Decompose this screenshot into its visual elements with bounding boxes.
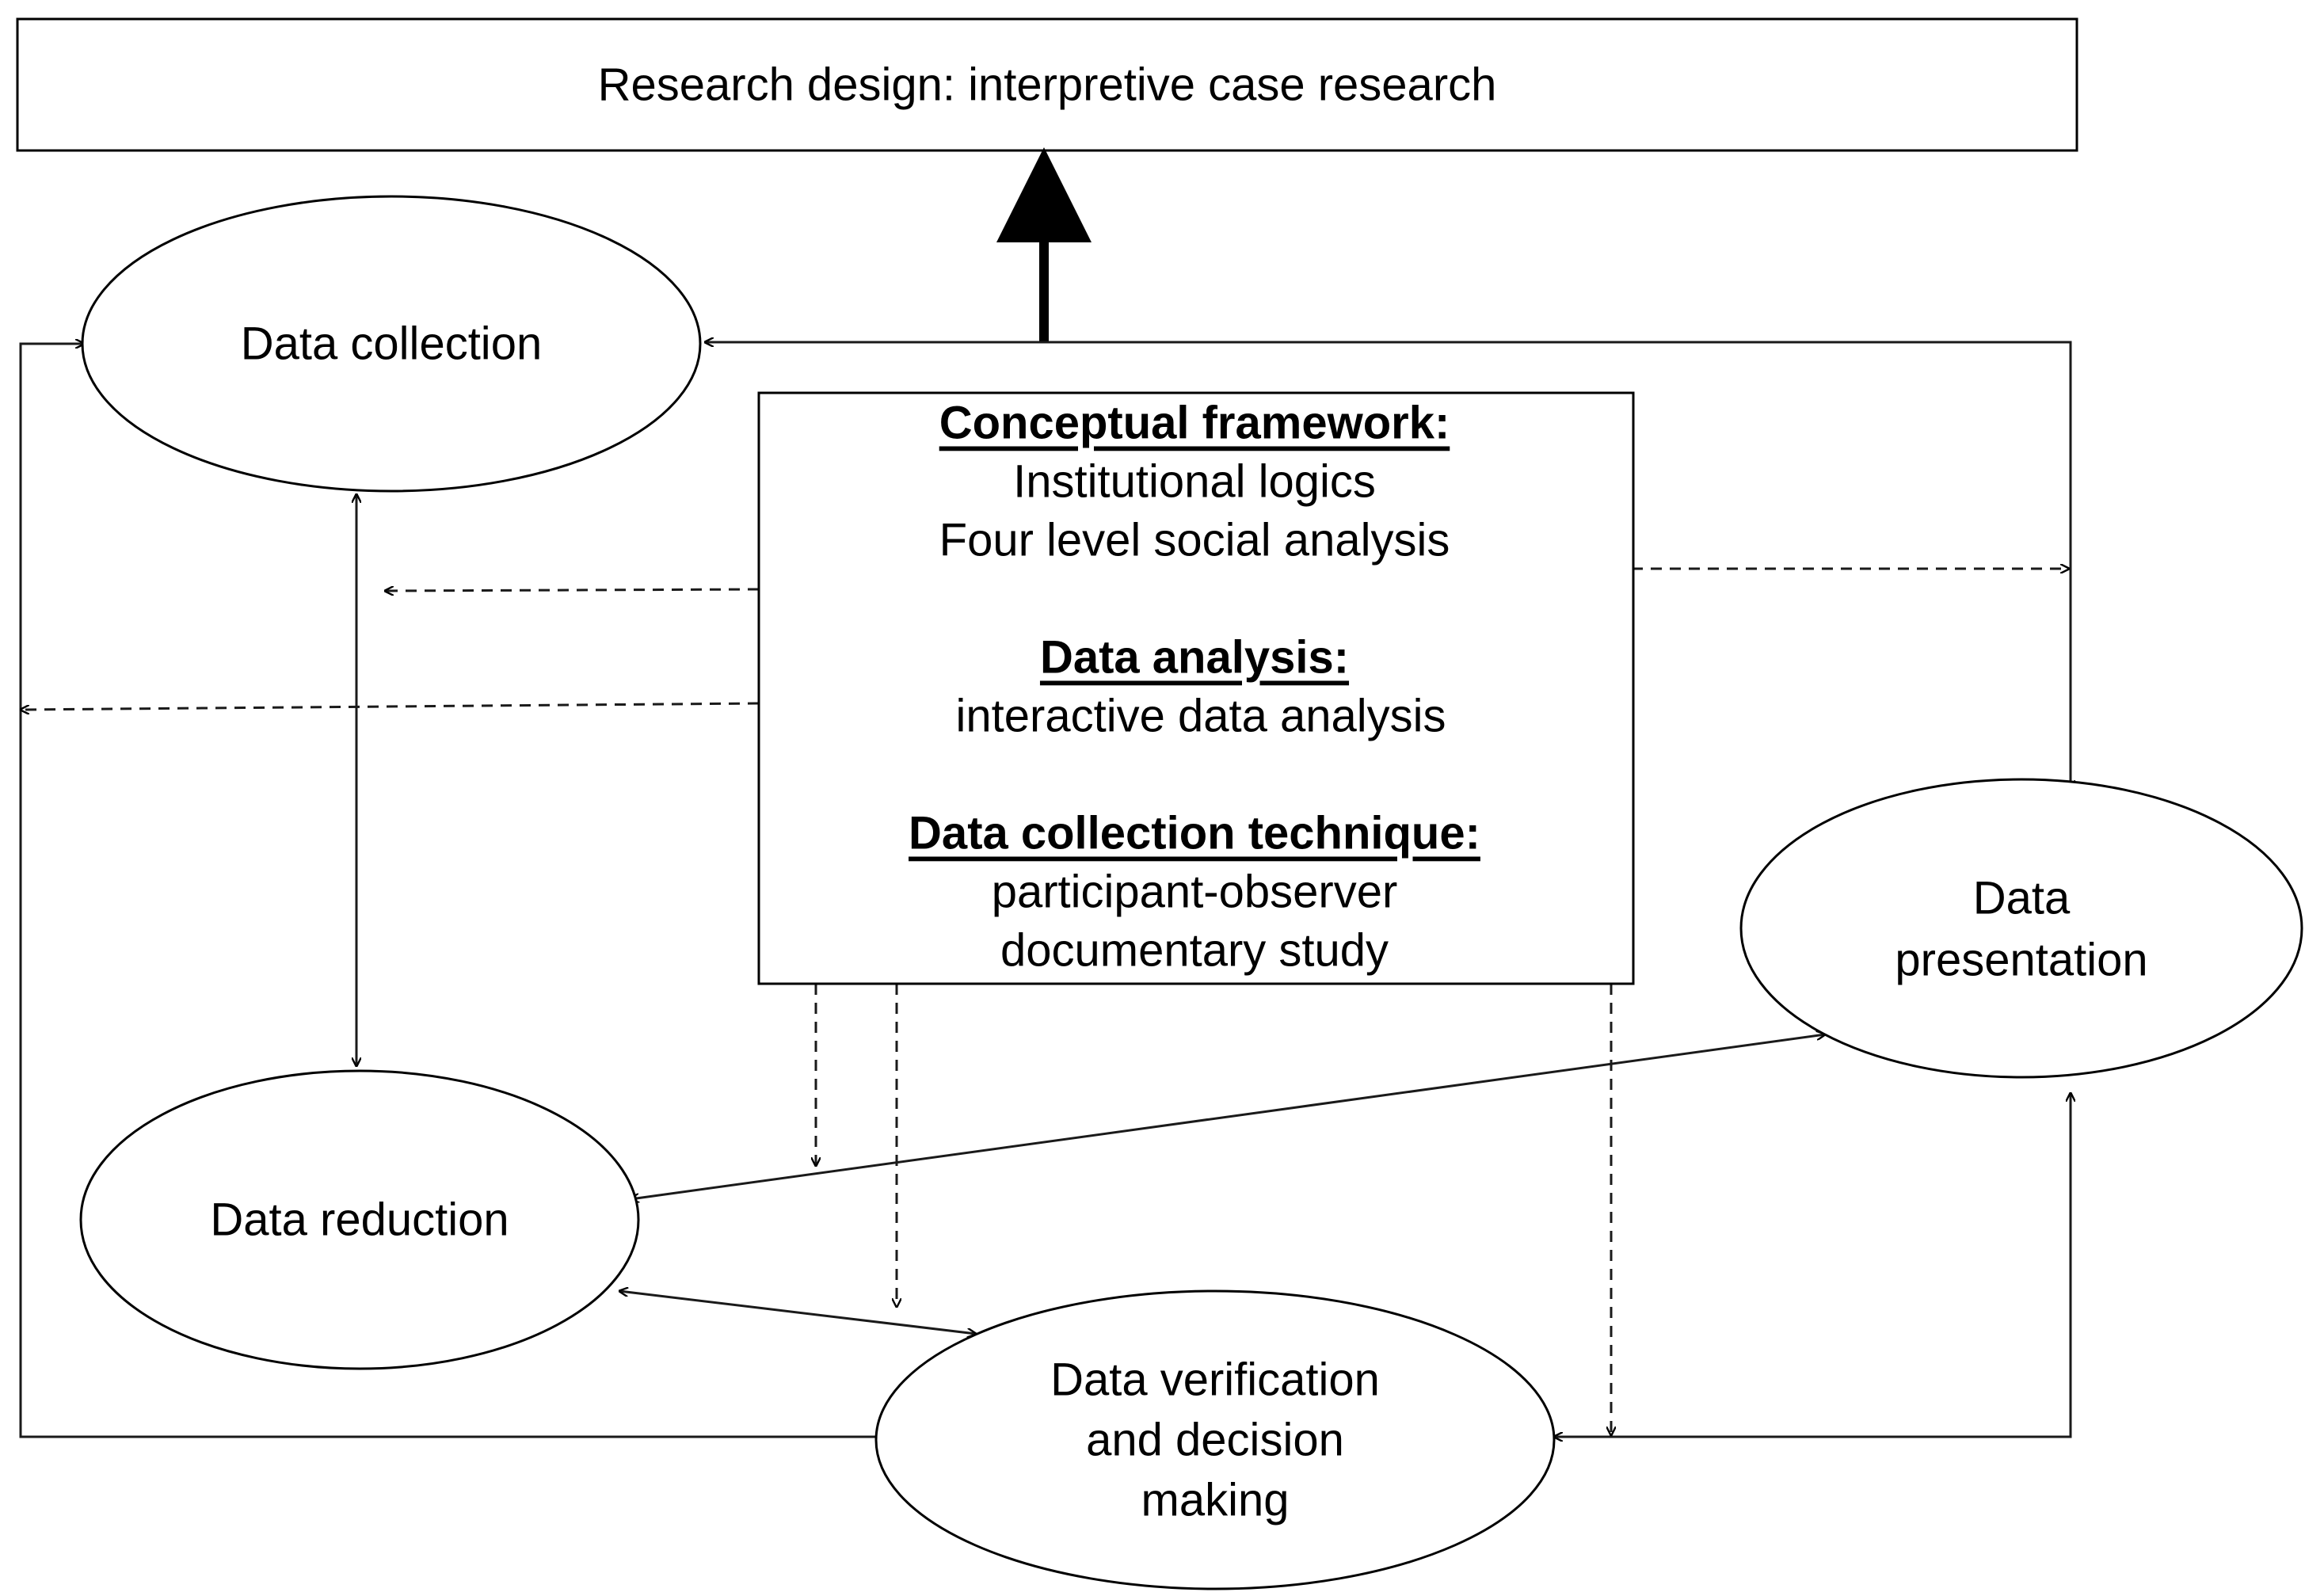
data-collection-technique-heading: Data collection technique:: [909, 808, 1480, 859]
data-presentation-node: Data presentation: [1739, 778, 2303, 1079]
framework-to-collection-reduction-dashed: [385, 589, 760, 591]
data-verification-label-line-2: and decision: [1086, 1415, 1344, 1466]
reduction-presentation-link: [631, 1034, 1825, 1199]
framework-to-left-loop-dashed: [21, 702, 760, 710]
research-design-box: Research design: interpretive case resea…: [16, 17, 2078, 152]
data-collection-label: Data collection: [241, 318, 542, 370]
conceptual-framework-heading: Conceptual framework:: [939, 398, 1450, 449]
framework-item-institutional-logics: Institutional logics: [1013, 456, 1376, 508]
framework-item-participant-observer: participant-observer: [992, 867, 1398, 918]
verification-presentation-link: [1554, 1093, 2071, 1437]
data-verification-node: Data verification and decision making: [874, 1289, 1556, 1590]
data-analysis-heading: Data analysis:: [1040, 632, 1349, 684]
data-reduction-label: Data reduction: [210, 1194, 509, 1246]
data-verification-label-line-1: Data verification: [1050, 1354, 1380, 1406]
data-reduction-node: Data reduction: [79, 1069, 640, 1370]
framework-item-four-level-analysis: Four level social analysis: [939, 515, 1450, 566]
framework-box: Conceptual framework: Institutional logi…: [757, 391, 1635, 985]
loop-left-to-data-collection: [19, 344, 878, 1438]
framework-item-documentary-study: documentary study: [1000, 925, 1389, 977]
reduction-verification-link: [619, 1291, 976, 1334]
data-collection-node: Data collection: [81, 195, 702, 493]
data-presentation-label-line-2: presentation: [1895, 935, 2147, 986]
framework-item-interactive-analysis: interactive data analysis: [956, 691, 1446, 742]
data-presentation-label-line-1: Data: [1973, 873, 2071, 924]
research-design-label: Research design: interpretive case resea…: [598, 59, 1497, 111]
data-verification-label-line-3: making: [1141, 1475, 1290, 1526]
loop-to-data-collection: [705, 342, 2072, 781]
